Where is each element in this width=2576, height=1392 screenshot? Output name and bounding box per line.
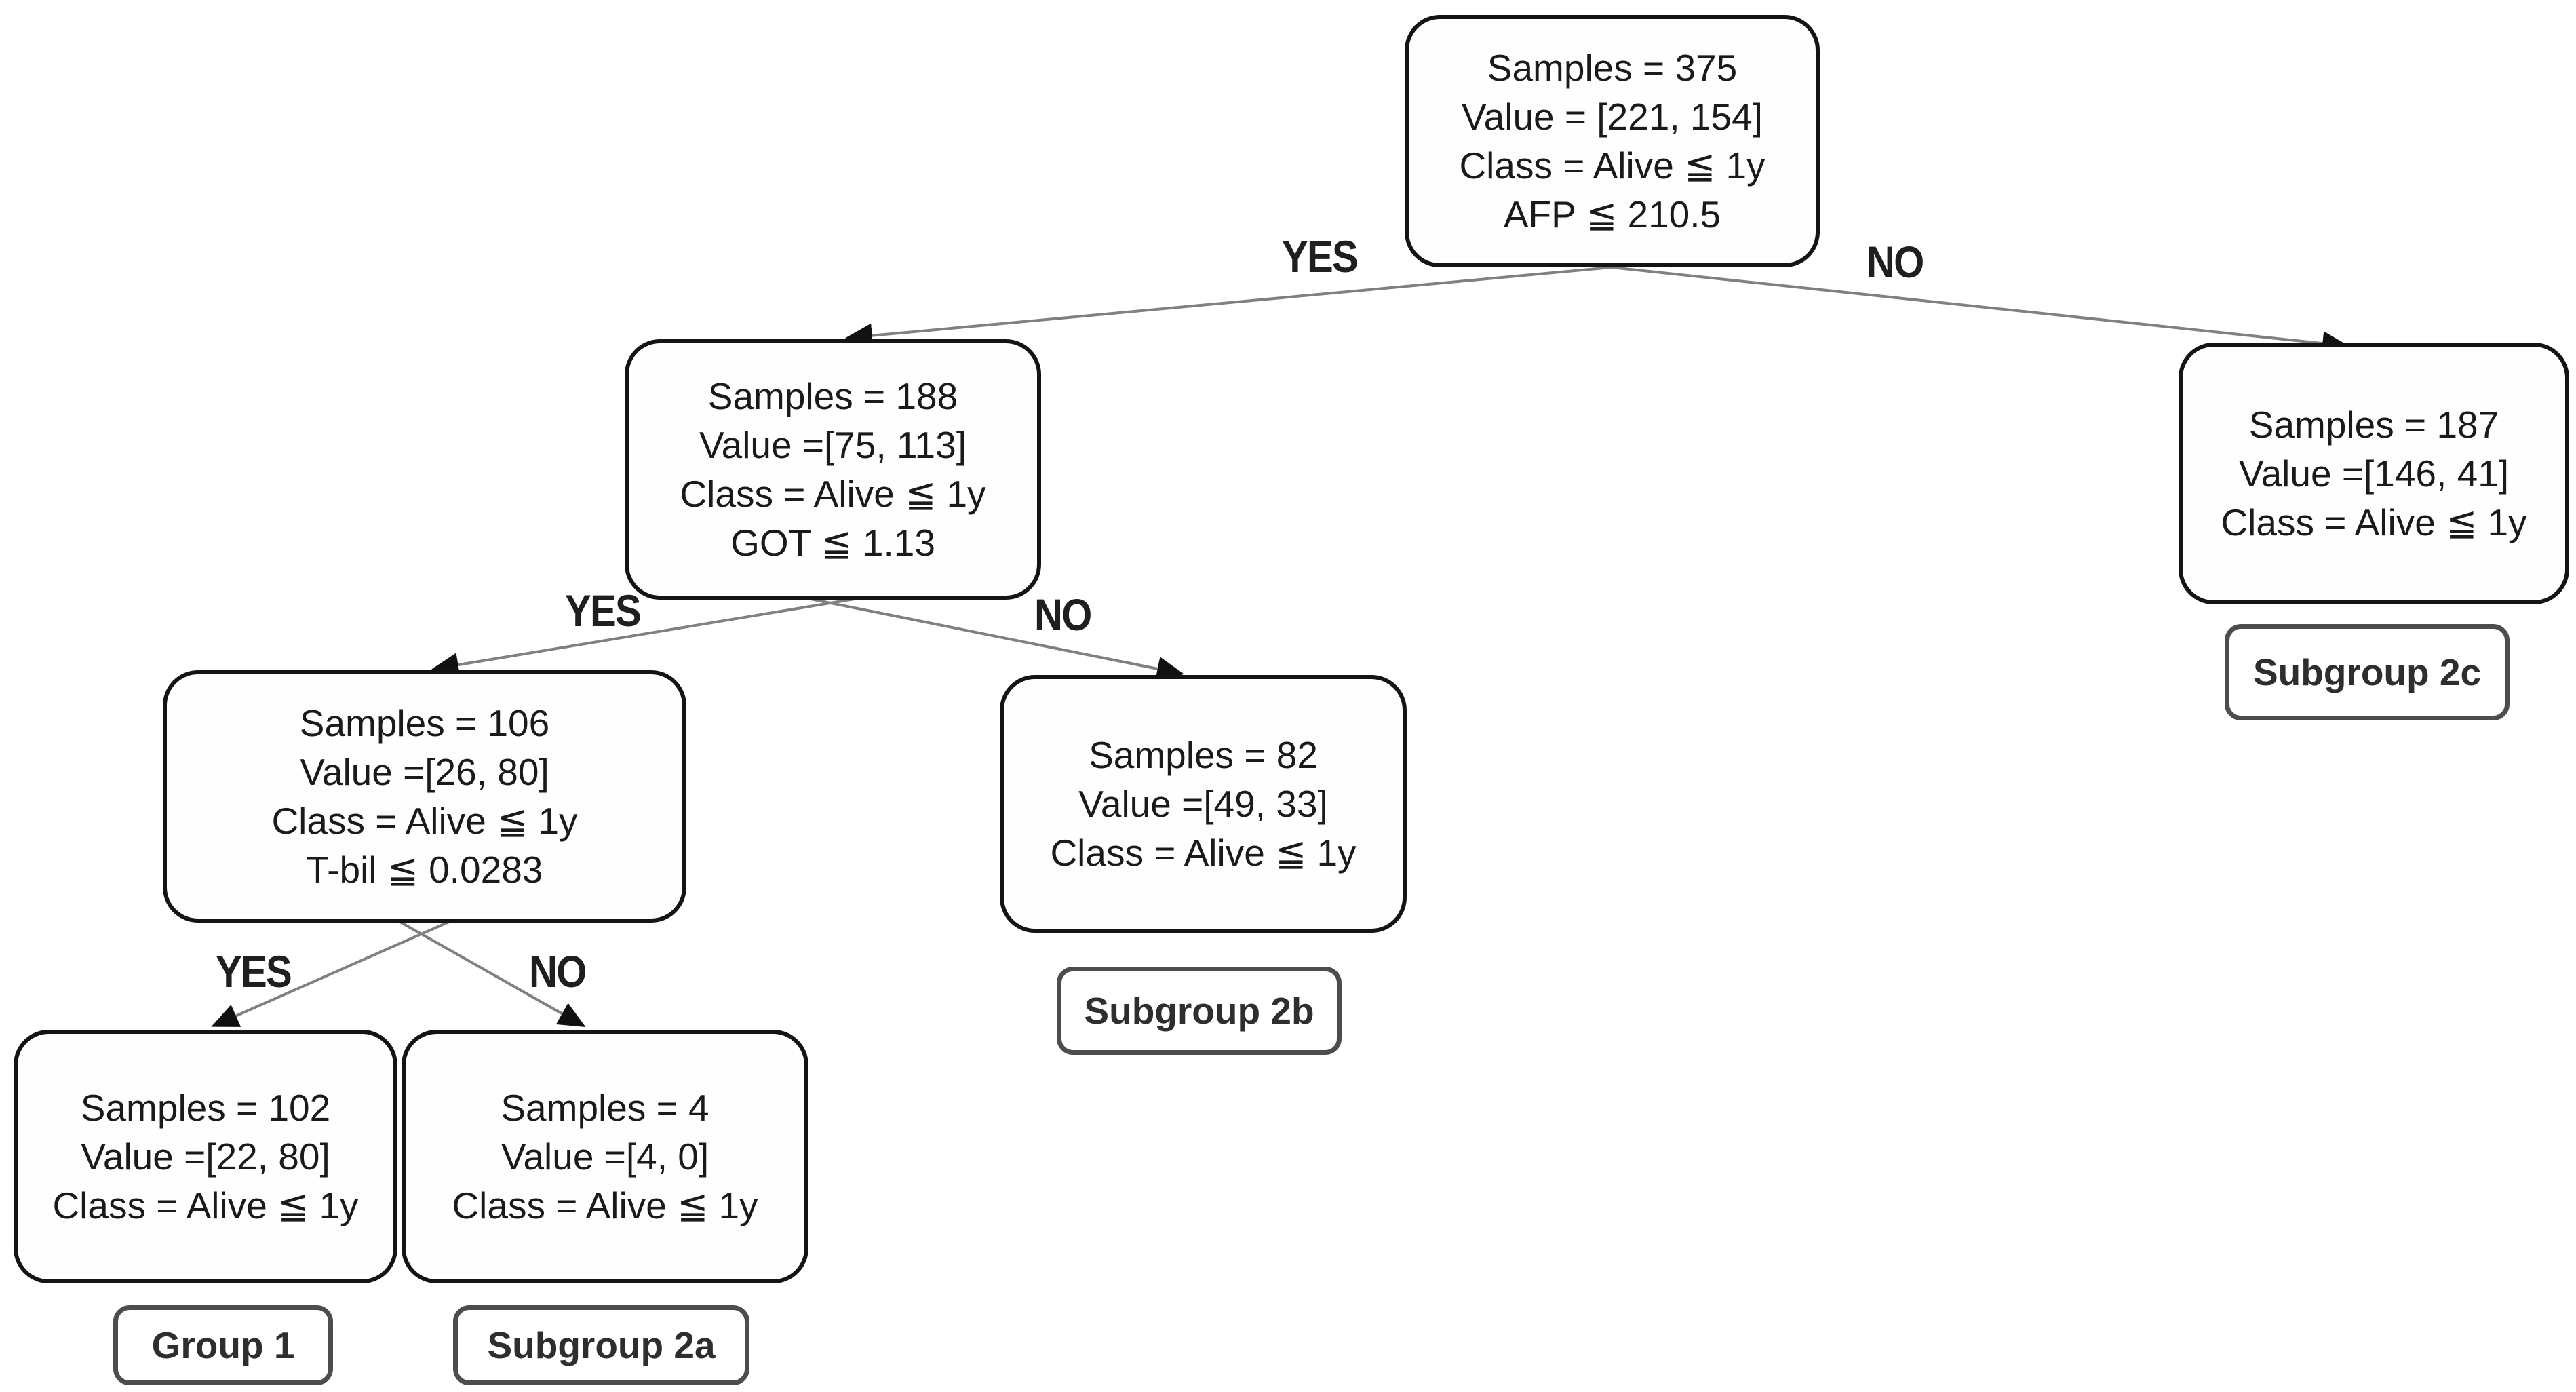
tree-node-187: Samples = 187 Value =[146, 41] Class = A… [2179,343,2569,604]
label-subgroup-2b-text: Subgroup 2b [1084,990,1314,1032]
node-samples-line: Samples = 4 [501,1087,709,1129]
label-subgroup-2c-text: Subgroup 2c [2252,651,2482,693]
node-class-line: Class = Alive ≦ 1y [52,1184,359,1226]
edge-label-n188-yes: YES [565,585,642,636]
node-samples-line: Samples = 102 [80,1087,331,1129]
label-subgroup-2c: Subgroup 2c [2225,624,2510,720]
node-value-line: Value =[22, 80] [81,1136,330,1178]
label-group-1: Group 1 [113,1305,333,1385]
node-split-line: GOT ≦ 1.13 [730,522,935,564]
label-subgroup-2a-text: Subgroup 2a [487,1324,716,1366]
edge-root-no-line [1585,263,2349,356]
node-class-line: Class = Alive ≦ 1y [452,1184,758,1226]
edge-label-n106-no: NO [529,946,587,997]
edge-n188-yes-line [431,597,859,677]
node-samples-line: Samples = 375 [1487,47,1738,89]
node-value-line: Value = [221, 154] [1462,96,1763,138]
node-split-line: T-bil ≦ 0.0283 [306,849,543,891]
tree-node-root: Samples = 375 Value = [221, 154] Class =… [1405,15,1820,267]
node-class-line: Class = Alive ≦ 1y [1050,832,1357,874]
tree-node-106: Samples = 106 Value =[26, 80] Class = Al… [163,670,686,923]
node-samples-line: Samples = 188 [707,375,958,417]
edge-label-root-yes: YES [1282,231,1359,282]
node-samples-line: Samples = 82 [1089,734,1318,776]
node-samples-line: Samples = 187 [2248,404,2499,446]
tree-node-102: Samples = 102 Value =[22, 80] Class = Al… [14,1030,397,1283]
node-value-line: Value =[4, 0] [501,1136,709,1178]
node-samples-line: Samples = 106 [299,702,550,744]
edge-label-root-no: NO [1867,237,1924,287]
edge-label-n188-no: NO [1034,589,1092,640]
node-value-line: Value =[26, 80] [300,751,549,793]
label-subgroup-2b: Subgroup 2b [1057,967,1342,1055]
tree-node-4: Samples = 4 Value =[4, 0] Class = Alive … [402,1030,808,1283]
edge-label-n106-yes: YES [216,946,292,997]
label-subgroup-2a: Subgroup 2a [453,1305,749,1385]
edge-n106-no-line [398,920,586,1027]
node-value-line: Value =[49, 33] [1078,783,1328,825]
label-group-1-text: Group 1 [151,1324,295,1366]
node-value-line: Value =[75, 113] [699,424,967,466]
node-class-line: Class = Alive ≦ 1y [271,800,578,842]
node-class-line: Class = Alive ≦ 1y [1459,144,1765,187]
node-split-line: AFP ≦ 210.5 [1503,193,1721,235]
tree-node-82: Samples = 82 Value =[49, 33] Class = Ali… [1000,675,1407,933]
node-class-line: Class = Alive ≦ 1y [2221,501,2527,543]
node-value-line: Value =[146, 41] [2238,452,2510,495]
node-class-line: Class = Alive ≦ 1y [680,473,986,515]
edge-n188-no-line [806,597,1184,681]
edge-n106-yes-line [211,920,451,1027]
tree-node-188: Samples = 188 Value =[75, 113] Class = A… [625,339,1041,600]
edge-root-yes-line [845,263,1642,348]
